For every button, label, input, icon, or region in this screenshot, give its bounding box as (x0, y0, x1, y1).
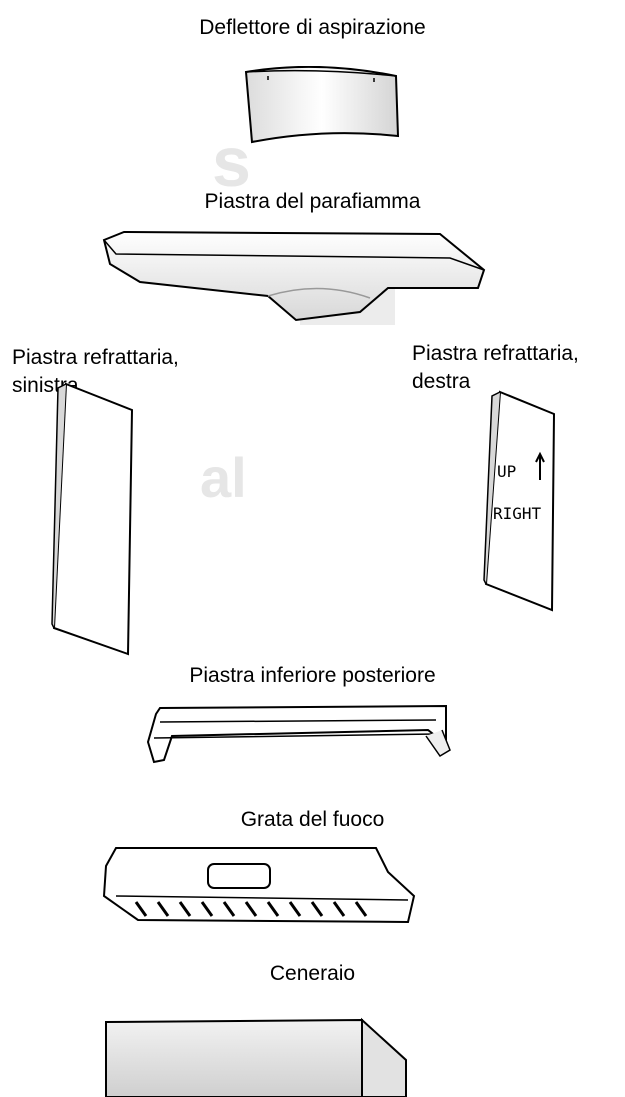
refractory-right-label-line2: destra (412, 370, 471, 393)
panel-marking-up: UP (497, 462, 517, 481)
panel-marking-right: RIGHT (493, 504, 542, 523)
intake-deflector-illustration (244, 66, 400, 144)
refractory-left-illustration (51, 382, 134, 656)
ash-pan-label: Ceneraio (269, 962, 356, 985)
ash-pan-illustration (105, 1017, 407, 1097)
watermark-al: al (200, 446, 247, 509)
intake-deflector-label: Deflettore di aspirazione (199, 16, 426, 39)
refractory-right-illustration (483, 390, 556, 612)
refractory-right-label-line1: Piastra refrattaria, (412, 342, 579, 365)
refractory-left-label-line1: Piastra refrattaria, (12, 346, 179, 369)
rear-bottom-plate-illustration (146, 704, 451, 764)
flame-guard-plate-illustration (102, 230, 486, 322)
fire-grate-label: Grata del fuoco (240, 808, 385, 831)
watermark-s: s (212, 123, 251, 201)
fire-grate-illustration (102, 847, 416, 924)
flame-guard-plate-label: Piastra del parafiamma (204, 190, 421, 213)
rear-bottom-plate-label: Piastra inferiore posteriore (189, 664, 436, 687)
